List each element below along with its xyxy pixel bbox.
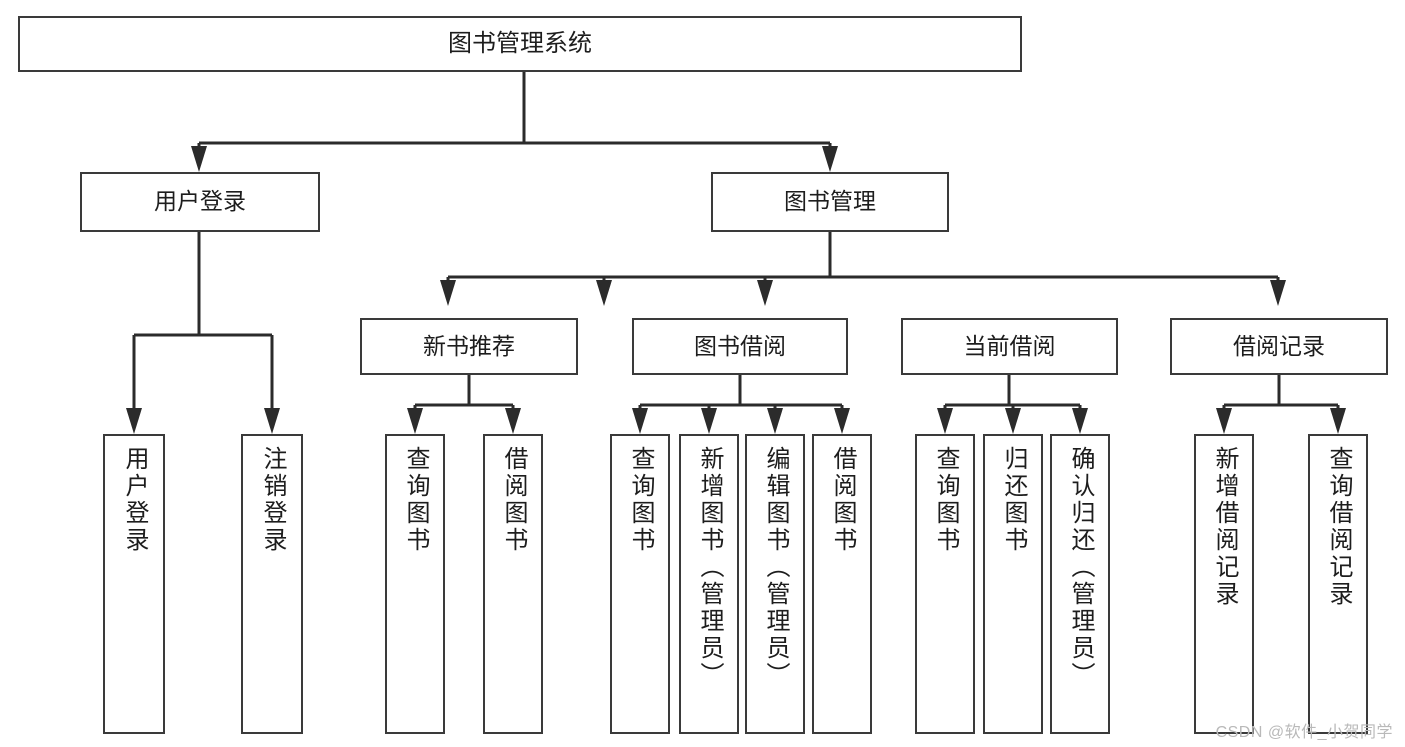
node-label: 用户登录 <box>121 446 148 554</box>
node-leaf-edit-book-admin[interactable]: 编辑图书（管理员） <box>745 434 805 734</box>
node-label: 图书管理 <box>784 188 876 215</box>
node-user-login[interactable]: 用户登录 <box>80 172 320 232</box>
node-current-borrow[interactable]: 当前借阅 <box>901 318 1118 375</box>
node-label: 查询图书 <box>932 446 959 554</box>
node-label: 确认归还（管理员） <box>1067 446 1094 689</box>
node-leaf-logout[interactable]: 注销登录 <box>241 434 303 734</box>
node-leaf-return-book[interactable]: 归还图书 <box>983 434 1043 734</box>
node-leaf-user-login[interactable]: 用户登录 <box>103 434 165 734</box>
node-label: 归还图书 <box>1000 446 1027 554</box>
node-label: 注销登录 <box>259 446 286 554</box>
node-leaf-borrow-book[interactable]: 借阅图书 <box>812 434 872 734</box>
node-label: 借阅记录 <box>1233 332 1325 359</box>
node-leaf-add-book-admin[interactable]: 新增图书（管理员） <box>679 434 739 734</box>
node-leaf-query-books-recommend[interactable]: 查询图书 <box>385 434 445 734</box>
csdn-watermark: CSDN @软件_小贺同学 <box>1215 724 1393 741</box>
node-new-book-recommend[interactable]: 新书推荐 <box>360 318 578 375</box>
node-label: 查询借阅记录 <box>1325 446 1352 608</box>
node-label: 新增图书（管理员） <box>696 446 723 689</box>
node-label: 查询图书 <box>402 446 429 554</box>
node-leaf-confirm-return-admin[interactable]: 确认归还（管理员） <box>1050 434 1110 734</box>
node-root-system[interactable]: 图书管理系统 <box>18 16 1022 72</box>
node-label: 查询图书 <box>627 446 654 554</box>
node-label: 图书借阅 <box>694 332 786 359</box>
node-leaf-query-borrow-record[interactable]: 查询借阅记录 <box>1308 434 1368 734</box>
node-label: 借阅图书 <box>829 446 856 554</box>
node-label: 当前借阅 <box>963 332 1056 359</box>
node-leaf-query-books-current[interactable]: 查询图书 <box>915 434 975 734</box>
node-label: 新书推荐 <box>423 332 515 359</box>
node-label: 图书管理系统 <box>448 29 592 57</box>
node-book-borrow[interactable]: 图书借阅 <box>632 318 848 375</box>
node-leaf-query-books-borrow[interactable]: 查询图书 <box>610 434 670 734</box>
node-borrow-record[interactable]: 借阅记录 <box>1170 318 1388 375</box>
node-label: 新增借阅记录 <box>1211 446 1238 608</box>
node-leaf-borrow-books-recommend[interactable]: 借阅图书 <box>483 434 543 734</box>
node-leaf-add-borrow-record[interactable]: 新增借阅记录 <box>1194 434 1254 734</box>
node-label: 编辑图书（管理员） <box>762 446 789 689</box>
node-label: 用户登录 <box>154 188 246 215</box>
node-book-management[interactable]: 图书管理 <box>711 172 949 232</box>
node-label: 借阅图书 <box>500 446 527 554</box>
